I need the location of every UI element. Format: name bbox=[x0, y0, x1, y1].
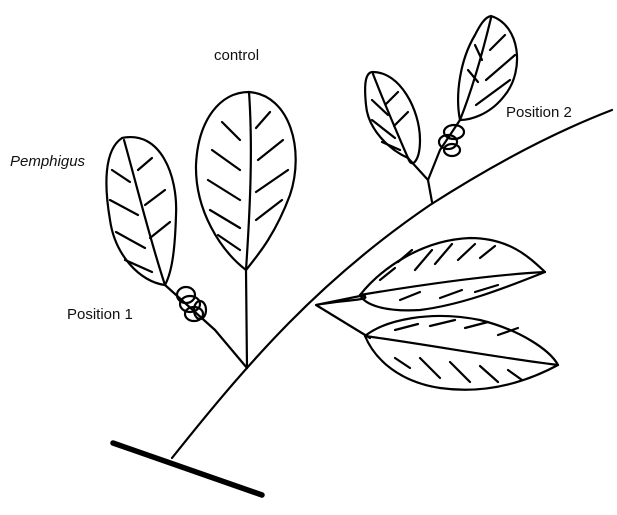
label-position-2: Position 2 bbox=[506, 104, 572, 121]
label-control: control bbox=[214, 47, 259, 64]
ground-bar bbox=[113, 443, 262, 495]
right-petioles bbox=[316, 295, 370, 338]
main-stem bbox=[172, 110, 612, 458]
gall-position-2 bbox=[439, 125, 464, 156]
gall-position-1 bbox=[177, 287, 206, 321]
control-petiole bbox=[246, 270, 247, 368]
pemphigus-leaf bbox=[106, 137, 176, 285]
leaf-right-upper bbox=[360, 238, 545, 310]
control-leaf bbox=[196, 92, 296, 270]
leaf-position-2-left bbox=[365, 72, 420, 163]
leaf-right-lower bbox=[365, 316, 558, 390]
label-pemphigus: Pemphigus bbox=[10, 153, 85, 170]
label-position-1: Position 1 bbox=[67, 306, 133, 323]
